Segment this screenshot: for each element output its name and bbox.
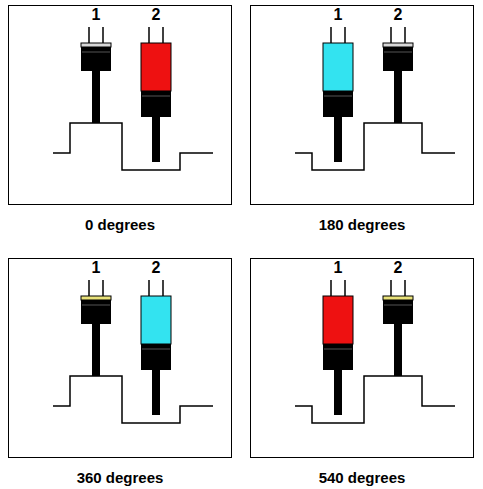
degree-caption: 360 degrees [9, 469, 231, 487]
cylinder [141, 280, 171, 415]
crankcase-outline [53, 376, 213, 423]
degree-caption: 0 degrees [9, 216, 231, 234]
degree-caption: 540 degrees [251, 469, 473, 487]
panel-art [295, 27, 455, 170]
cylinder [81, 27, 111, 123]
cylinder [323, 27, 353, 162]
cylinder-number: 1 [92, 6, 101, 24]
panel-art [53, 27, 213, 170]
cylinder-number: 1 [334, 6, 343, 24]
cylinder-number: 2 [152, 6, 161, 24]
cylinder-number: 1 [334, 259, 343, 277]
panel-art [295, 280, 455, 423]
engine-cycle-panel: 12540 degrees [250, 258, 474, 458]
cylinder [81, 280, 111, 376]
cylinder [323, 280, 353, 415]
cylinder [141, 27, 171, 162]
engine-cycle-panel: 12360 degrees [8, 258, 232, 458]
cylinder-number: 2 [394, 259, 403, 277]
crankcase-outline [295, 376, 455, 423]
cylinder-number: 1 [92, 259, 101, 277]
cylinder-number: 2 [152, 259, 161, 277]
crankcase-outline [295, 123, 455, 170]
engine-cycle-panel: 12180 degrees [250, 5, 474, 205]
cylinder-number: 2 [394, 6, 403, 24]
engine-cycle-panel: 120 degrees [8, 5, 232, 205]
crankcase-outline [53, 123, 213, 170]
degree-caption: 180 degrees [251, 216, 473, 234]
cylinder [383, 280, 413, 376]
cylinder [383, 27, 413, 123]
panel-art [53, 280, 213, 423]
